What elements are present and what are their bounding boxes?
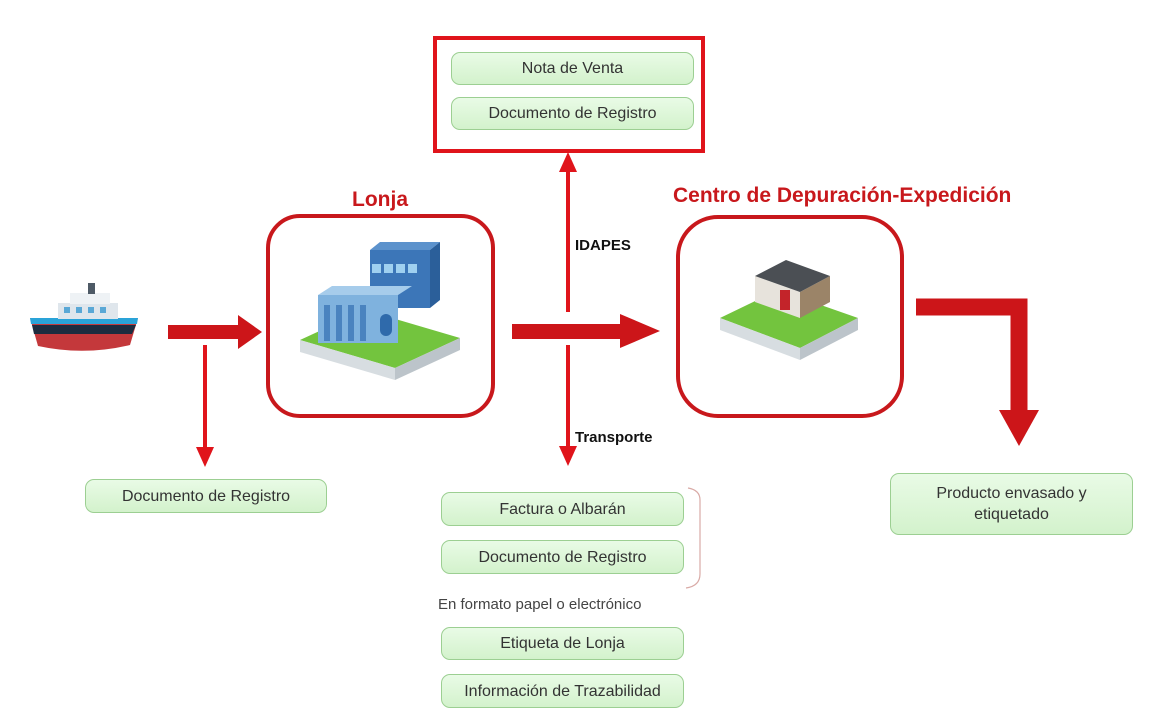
lonja-title: Lonja	[352, 188, 408, 211]
vessel-documento-registro-box: Documento de Registro	[85, 479, 327, 513]
centro-title: Centro de Depuración-Expedición	[673, 184, 1012, 207]
arrow-boat-down	[196, 345, 214, 467]
idapes-label: IDAPES	[575, 237, 631, 254]
nota-de-venta-box: Nota de Venta	[451, 52, 694, 85]
factura-albaran-box: Factura o Albarán	[441, 492, 684, 526]
format-note: En formato papel o electrónico	[438, 596, 642, 613]
etiqueta-lonja-box: Etiqueta de Lonja	[441, 627, 684, 660]
arrow-transporte-down	[559, 345, 577, 466]
arrow-boat-to-lonja	[168, 315, 262, 349]
arrow-idapes-up	[559, 152, 577, 312]
arrow-centro-to-output	[916, 298, 1039, 446]
producto-envasado-box: Producto envasado y etiquetado	[890, 473, 1133, 535]
idapes-documents-frame	[433, 36, 705, 153]
arrow-lonja-to-centro	[512, 314, 660, 348]
depuration-center-building-icon	[720, 260, 858, 360]
centro-frame	[676, 215, 904, 418]
informacion-trazabilidad-box: Información de Trazabilidad	[441, 674, 684, 708]
transporte-label: Transporte	[575, 429, 653, 446]
documents-bracket	[685, 487, 701, 589]
transport-documento-registro-box: Documento de Registro	[441, 540, 684, 574]
lonja-frame	[266, 214, 495, 418]
fishing-boat-icon	[30, 283, 138, 351]
idapes-documento-registro-box: Documento de Registro	[451, 97, 694, 130]
fish-market-building-icon	[300, 242, 460, 380]
